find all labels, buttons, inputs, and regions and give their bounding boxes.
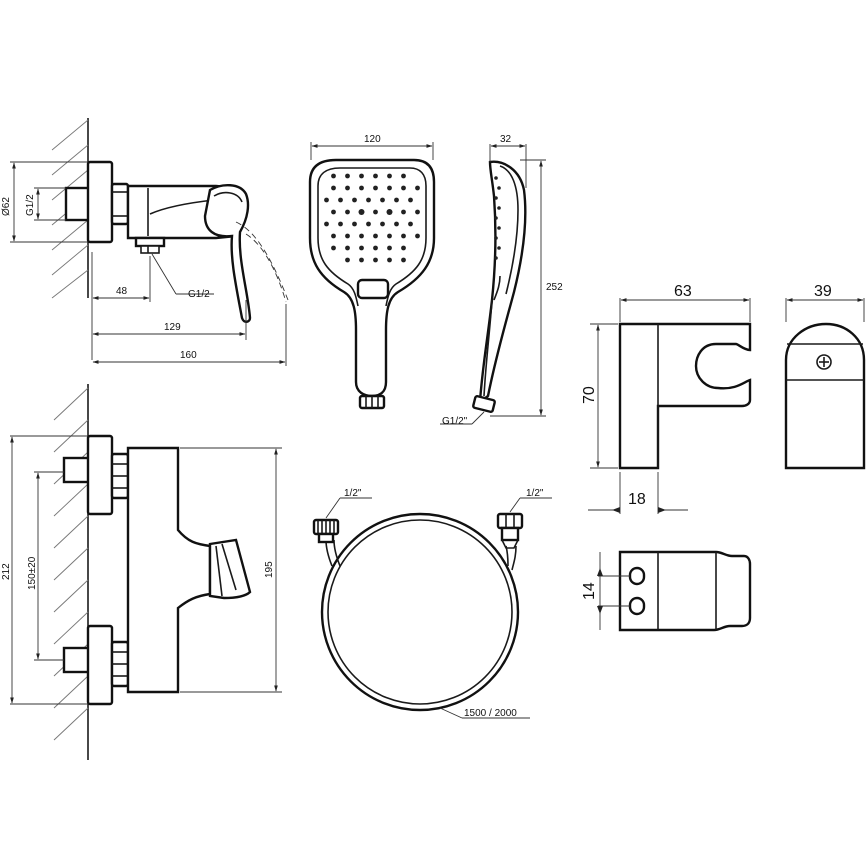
label-150: 150±20: [27, 556, 38, 590]
nozzle: [401, 185, 406, 191]
label-32: 32: [500, 134, 512, 145]
nozzle: [331, 233, 336, 239]
nozzle: [324, 221, 329, 227]
label-hose-length: 1500 / 2000: [464, 708, 517, 719]
holder-top-view: [597, 550, 752, 632]
nozzle: [331, 245, 336, 251]
nozzle: [345, 209, 350, 215]
hand-shower-front-view: [308, 142, 436, 410]
nozzle: [387, 185, 392, 191]
nozzle: [401, 257, 406, 263]
hose-nut-left: [312, 518, 340, 544]
nozzle: [359, 245, 364, 251]
label-252: 252: [546, 282, 563, 293]
label-39: 39: [814, 283, 832, 300]
nozzle: [408, 221, 413, 227]
nozzle: [366, 197, 371, 203]
side-nozzle: [497, 226, 501, 230]
side-nozzle: [494, 236, 498, 240]
nozzle: [358, 209, 365, 215]
holder-front-view: [588, 298, 752, 514]
nozzle: [394, 221, 399, 227]
nozzle: [331, 173, 336, 179]
label-18: 18: [628, 491, 646, 508]
label-212: 212: [1, 563, 12, 580]
label-120: 120: [364, 134, 381, 145]
label-70: 70: [581, 386, 598, 404]
nozzle: [401, 209, 406, 215]
hose-cone-right: [496, 512, 524, 549]
nozzle: [387, 173, 392, 179]
nozzle: [415, 185, 420, 191]
nozzle: [387, 257, 392, 263]
nozzle: [352, 221, 357, 227]
nozzle: [373, 233, 378, 239]
label-handshower-thread: G1/2": [442, 416, 468, 427]
nozzle: [408, 197, 413, 203]
label-14: 14: [581, 582, 598, 600]
nozzle: [331, 185, 336, 191]
nozzle: [345, 245, 350, 251]
nozzle: [331, 209, 336, 215]
nozzle: [345, 233, 350, 239]
label-195: 195: [264, 561, 275, 578]
dimension-labels: Ø62 G1/2 G1/2 48 129 160 120 32 252 G1/2…: [1, 134, 832, 719]
side-nozzle: [494, 176, 498, 180]
side-nozzle: [494, 196, 498, 200]
nozzle: [387, 233, 392, 239]
nozzle: [338, 197, 343, 203]
nozzle: [415, 209, 420, 215]
nozzle: [415, 233, 420, 239]
nozzle: [387, 245, 392, 251]
side-nozzle: [497, 186, 501, 190]
nozzle: [401, 233, 406, 239]
label-129: 129: [164, 322, 181, 333]
label-thread-outlet: G1/2: [188, 289, 210, 300]
nozzle: [366, 221, 371, 227]
label-63: 63: [674, 283, 692, 300]
label-hose-right: 1/2": [526, 488, 544, 499]
nozzle: [373, 173, 378, 179]
nozzle: [380, 221, 385, 227]
nozzle: [324, 197, 329, 203]
label-160: 160: [180, 350, 197, 361]
nozzle: [338, 221, 343, 227]
nozzle: [359, 185, 364, 191]
nozzle: [345, 185, 350, 191]
side-nozzle: [494, 216, 498, 220]
mixer-front-view: [10, 384, 282, 760]
side-nozzle: [494, 256, 498, 260]
hand-shower-side-view: [440, 144, 546, 425]
nozzle: [401, 173, 406, 179]
nozzle-pattern: [324, 173, 420, 263]
label-thread-inlet: G1/2: [25, 194, 36, 216]
nozzle: [380, 197, 385, 203]
shower-hose: [312, 497, 552, 719]
holder-side-view: [784, 298, 866, 470]
nozzle: [373, 257, 378, 263]
label-48: 48: [116, 286, 128, 297]
nozzle: [373, 185, 378, 191]
nozzle: [373, 209, 378, 215]
label-hose-left: 1/2": [344, 488, 362, 499]
mixer-side-view: [10, 118, 289, 366]
side-nozzle: [497, 206, 501, 210]
nozzle: [394, 197, 399, 203]
nozzle: [373, 245, 378, 251]
nozzle: [401, 245, 406, 251]
nozzle: [352, 197, 357, 203]
nozzle: [359, 257, 364, 263]
nozzle: [359, 233, 364, 239]
side-nozzle: [497, 246, 501, 250]
label-diameter: Ø62: [1, 197, 12, 216]
nozzle: [359, 173, 364, 179]
nozzle: [345, 257, 350, 263]
side-nozzle-pattern: [494, 176, 501, 260]
nozzle: [345, 173, 350, 179]
nozzle: [386, 209, 393, 215]
